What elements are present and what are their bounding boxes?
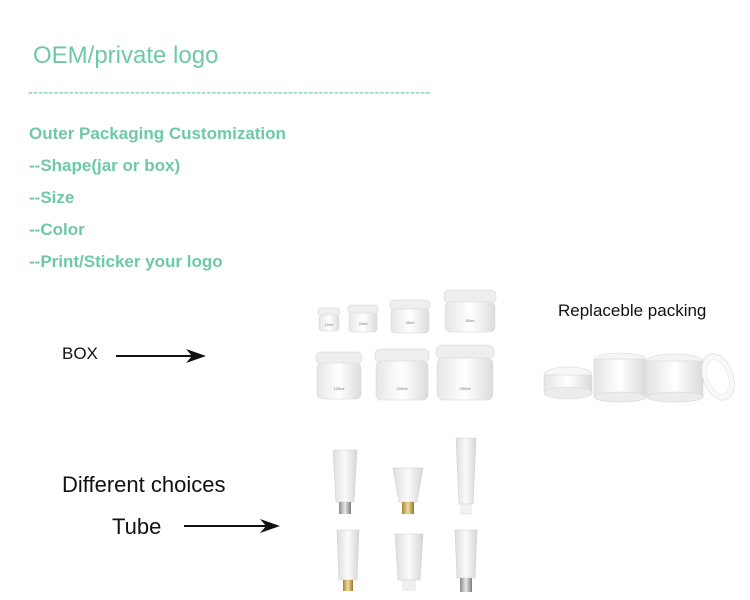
list-item: Outer Packaging Customization (29, 124, 286, 143)
jar-label: 10ml (325, 322, 334, 327)
different-choices-label: Different choices (62, 472, 226, 497)
tube-label: Tube (112, 514, 162, 539)
box-label: BOX (62, 344, 98, 363)
jar-10ml: 10ml (317, 307, 341, 332)
list-item: --Color (29, 220, 85, 239)
jar-sizes-image: 10ml 20ml 30ml 50ml 100ml 200ml (315, 289, 497, 401)
jar-label: 20ml (359, 321, 368, 326)
list-item: --Print/Sticker your logo (29, 252, 223, 271)
divider-line: ----------------------------------------… (28, 84, 431, 101)
jar-50ml: 50ml (443, 289, 497, 333)
jar-200ml: 200ml (374, 348, 430, 401)
jar-label: 200ml (397, 386, 408, 391)
jar-label: 50ml (466, 318, 475, 323)
jar-250ml: 250ml (435, 344, 495, 401)
arrow-right-icon (184, 519, 280, 533)
arrow-right-icon (116, 349, 206, 363)
jar-100ml: 100ml (315, 351, 363, 400)
list-item: --Size (29, 188, 75, 207)
jar-label: 250ml (460, 386, 471, 391)
jar-label: 30ml (406, 320, 415, 325)
jar-20ml: 20ml (347, 304, 379, 333)
jar-30ml: 30ml (389, 299, 431, 334)
page-title: OEM/private logo (33, 42, 219, 69)
customization-list: Outer Packaging Customization --Shape(ja… (29, 122, 286, 282)
tube-options-image (332, 437, 478, 592)
replaceable-packing-image (543, 352, 735, 403)
replaceable-packing-label: Replaceble packing (558, 301, 707, 320)
jar-label: 100ml (334, 386, 345, 391)
list-item: --Shape(jar or box) (29, 156, 181, 175)
